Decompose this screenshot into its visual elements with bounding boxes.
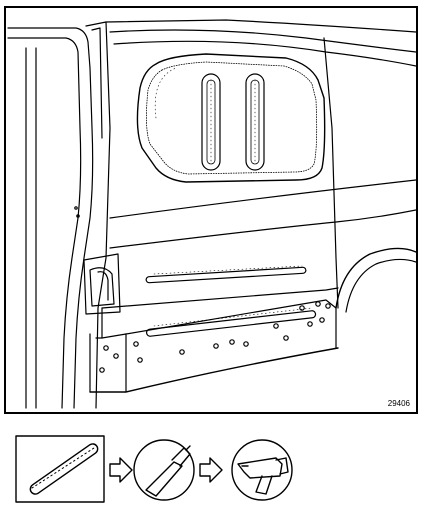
side-window-outer (136, 53, 326, 183)
b-pillar (85, 21, 111, 409)
protective-strip-upper (145, 266, 307, 284)
procedure-steps-legend (14, 434, 314, 510)
window-slot-left (201, 73, 221, 171)
sill-line (89, 347, 339, 393)
figure-reference-number: 29406 (387, 399, 410, 408)
arrow-right-icon (109, 457, 133, 483)
protective-strip-lower (145, 310, 317, 337)
body-crease-upper (109, 179, 416, 219)
heat-gun-nozzle-icon (133, 439, 195, 501)
procedure-steps-drawing (15, 435, 293, 503)
door-catch-recess (83, 253, 121, 315)
sealing-strip-icon (15, 435, 105, 503)
heat-gun-icon (231, 439, 293, 501)
arrow-right-icon (199, 457, 223, 483)
wheel-arch (335, 247, 416, 309)
window-slot-right (245, 73, 265, 171)
van-side-panel-illustration: 29406 (4, 6, 418, 414)
van-side-panel-drawing (7, 19, 416, 409)
door-opening-edge (7, 27, 94, 409)
roof-line (105, 19, 416, 33)
